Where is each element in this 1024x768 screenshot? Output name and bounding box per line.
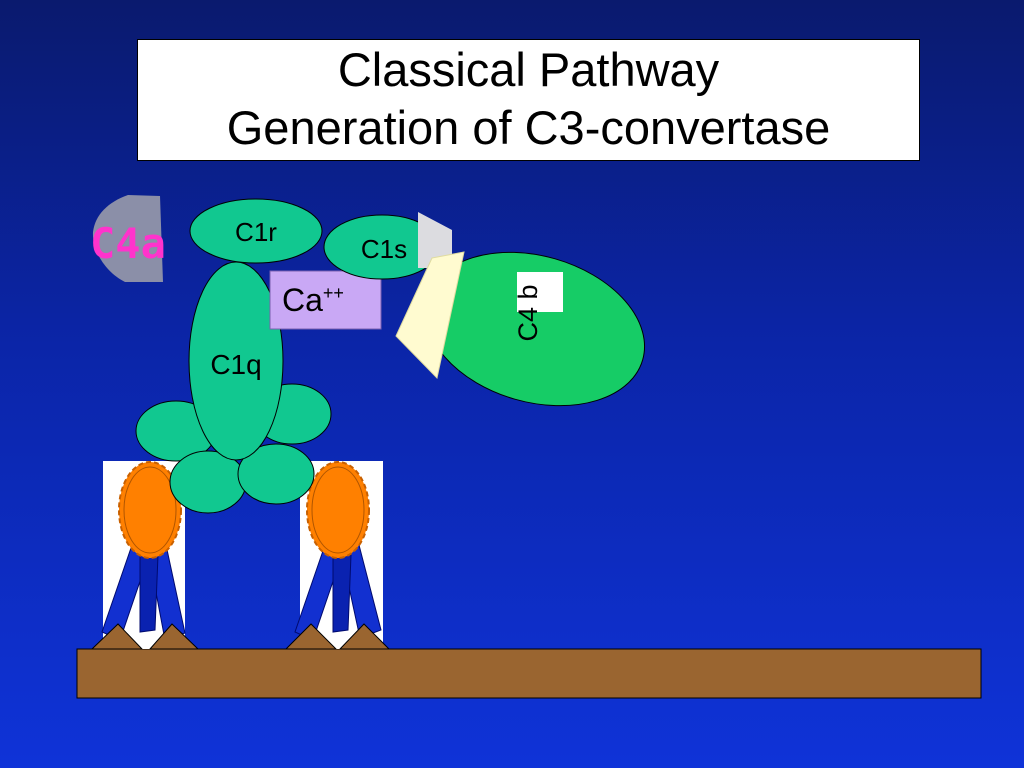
c4b-binding-site xyxy=(395,251,465,380)
c1s-label: C1s xyxy=(361,234,407,264)
c1r-label: C1r xyxy=(235,217,277,247)
cleavage-site-fragment xyxy=(418,212,452,268)
cell-membrane xyxy=(76,648,982,699)
title-line-2: Generation of C3-convertase xyxy=(226,101,831,154)
c4b-label: C4 b xyxy=(513,284,543,341)
c1q-label: C1q xyxy=(210,349,261,380)
c4a-fragment xyxy=(92,195,163,282)
calcium-superscript: ++ xyxy=(323,283,344,303)
c1r-subunit xyxy=(189,198,323,264)
c4b-label-group xyxy=(517,272,563,312)
antibody-right-rosette xyxy=(306,461,370,559)
title-line-1: Classical Pathway xyxy=(337,43,720,96)
c4b-label-box xyxy=(517,272,563,312)
c4a-label: C4a xyxy=(90,219,166,268)
antigen-bases xyxy=(90,623,391,650)
calcium-label: Ca++ xyxy=(282,282,344,318)
calcium-box xyxy=(269,270,382,330)
title-box: Classical Pathway Generation of C3-conve… xyxy=(137,39,920,161)
antibody-left-rosette xyxy=(118,461,182,559)
calcium-text: Ca xyxy=(282,282,323,318)
